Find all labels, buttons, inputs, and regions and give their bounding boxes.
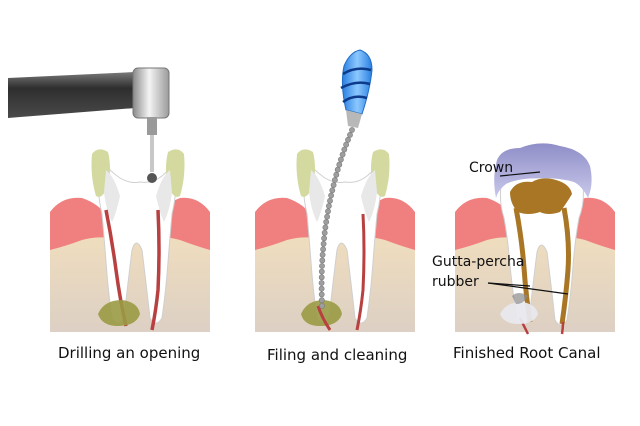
healed-abscess xyxy=(500,302,538,324)
file-shaft-bead xyxy=(318,297,325,304)
crown-label: Crown xyxy=(469,160,513,176)
file-shaft-bead xyxy=(319,257,326,264)
gutta-percha-core xyxy=(510,178,572,214)
dentin-left xyxy=(104,170,120,222)
file-shaft-bead xyxy=(328,192,334,199)
file-shaft-bead xyxy=(339,151,346,158)
gutta-percha-label-line2: rubber xyxy=(432,274,479,290)
file-shaft-bead xyxy=(322,224,329,231)
file-shaft-bead xyxy=(323,219,330,225)
file-shaft-bead xyxy=(318,274,325,281)
panel-finished: Crown Gutta-percha rubber xyxy=(432,143,615,335)
drill-head xyxy=(132,67,170,119)
caption-finished: Finished Root Canal xyxy=(453,344,601,362)
jaw-bone xyxy=(50,222,210,332)
file-shaft-bead xyxy=(319,251,326,258)
file-grip-ring xyxy=(342,67,372,76)
file-shaft-bead xyxy=(319,263,325,269)
root-canal-right xyxy=(560,321,565,335)
gutta-percha-label-line1: Gutta-percha xyxy=(432,254,524,270)
file-shaft-bead xyxy=(319,303,325,309)
drill-bit xyxy=(150,135,154,172)
file-shaft-bead xyxy=(337,156,344,163)
file-shaft-bead xyxy=(321,229,328,236)
panel-filing xyxy=(255,49,415,332)
file-grip-ring xyxy=(342,95,368,104)
file-ferrule xyxy=(346,110,362,128)
dentin-right xyxy=(156,170,172,222)
file-shaft-bead xyxy=(318,268,325,275)
crown xyxy=(494,143,592,198)
gum-left xyxy=(255,197,317,250)
file-shaft-bead xyxy=(334,166,341,173)
file-shaft-bead xyxy=(320,240,327,247)
file-shaft-bead xyxy=(320,246,326,253)
root-canal-left xyxy=(316,305,332,331)
file-shaft-bead xyxy=(333,171,340,178)
file-shaft-bead xyxy=(324,213,330,220)
file-shaft-bead xyxy=(345,136,351,143)
file-shaft-bead xyxy=(330,182,337,188)
file-shaft-bead xyxy=(321,235,327,242)
bone-shadow xyxy=(512,293,528,304)
file-shaft-bead xyxy=(336,161,343,168)
root-canal-right xyxy=(150,209,161,331)
root-canal-right xyxy=(355,213,366,331)
abscess xyxy=(98,300,140,326)
file-shaft-bead xyxy=(318,280,325,286)
drill-handpiece xyxy=(8,72,135,118)
file-shaft-bead xyxy=(343,141,349,148)
file-shaft-bead xyxy=(341,146,348,153)
gutta-percha-canal-right xyxy=(559,207,571,325)
drill-chuck xyxy=(147,117,157,135)
file-shaft-bead xyxy=(318,285,325,292)
dentin-right xyxy=(361,170,377,222)
drill-bit-tip xyxy=(147,173,157,183)
gum-left xyxy=(455,197,517,250)
gum-left xyxy=(50,197,112,250)
file-grip-ring xyxy=(340,81,371,90)
file-shaft xyxy=(318,127,355,309)
file-shaft-bead xyxy=(327,197,333,204)
file-shaft-bead xyxy=(329,187,336,194)
file-shaft-bead xyxy=(331,177,338,183)
panel-drilling xyxy=(8,67,210,332)
file-shaft-bead xyxy=(325,208,331,215)
file-shaft-bead xyxy=(349,127,355,133)
crown-leader-line xyxy=(499,171,541,177)
endodontic-file xyxy=(318,49,373,309)
gutta-leader-line-right xyxy=(487,282,569,295)
file-shaft-bead xyxy=(318,291,325,298)
file-shaft-bead xyxy=(347,131,353,138)
jaw-bone xyxy=(255,222,415,332)
caption-filing: Filing and cleaning xyxy=(267,346,407,364)
caption-drilling: Drilling an opening xyxy=(58,344,200,362)
dentin-left xyxy=(309,170,325,222)
file-shaft-bead xyxy=(325,203,332,209)
